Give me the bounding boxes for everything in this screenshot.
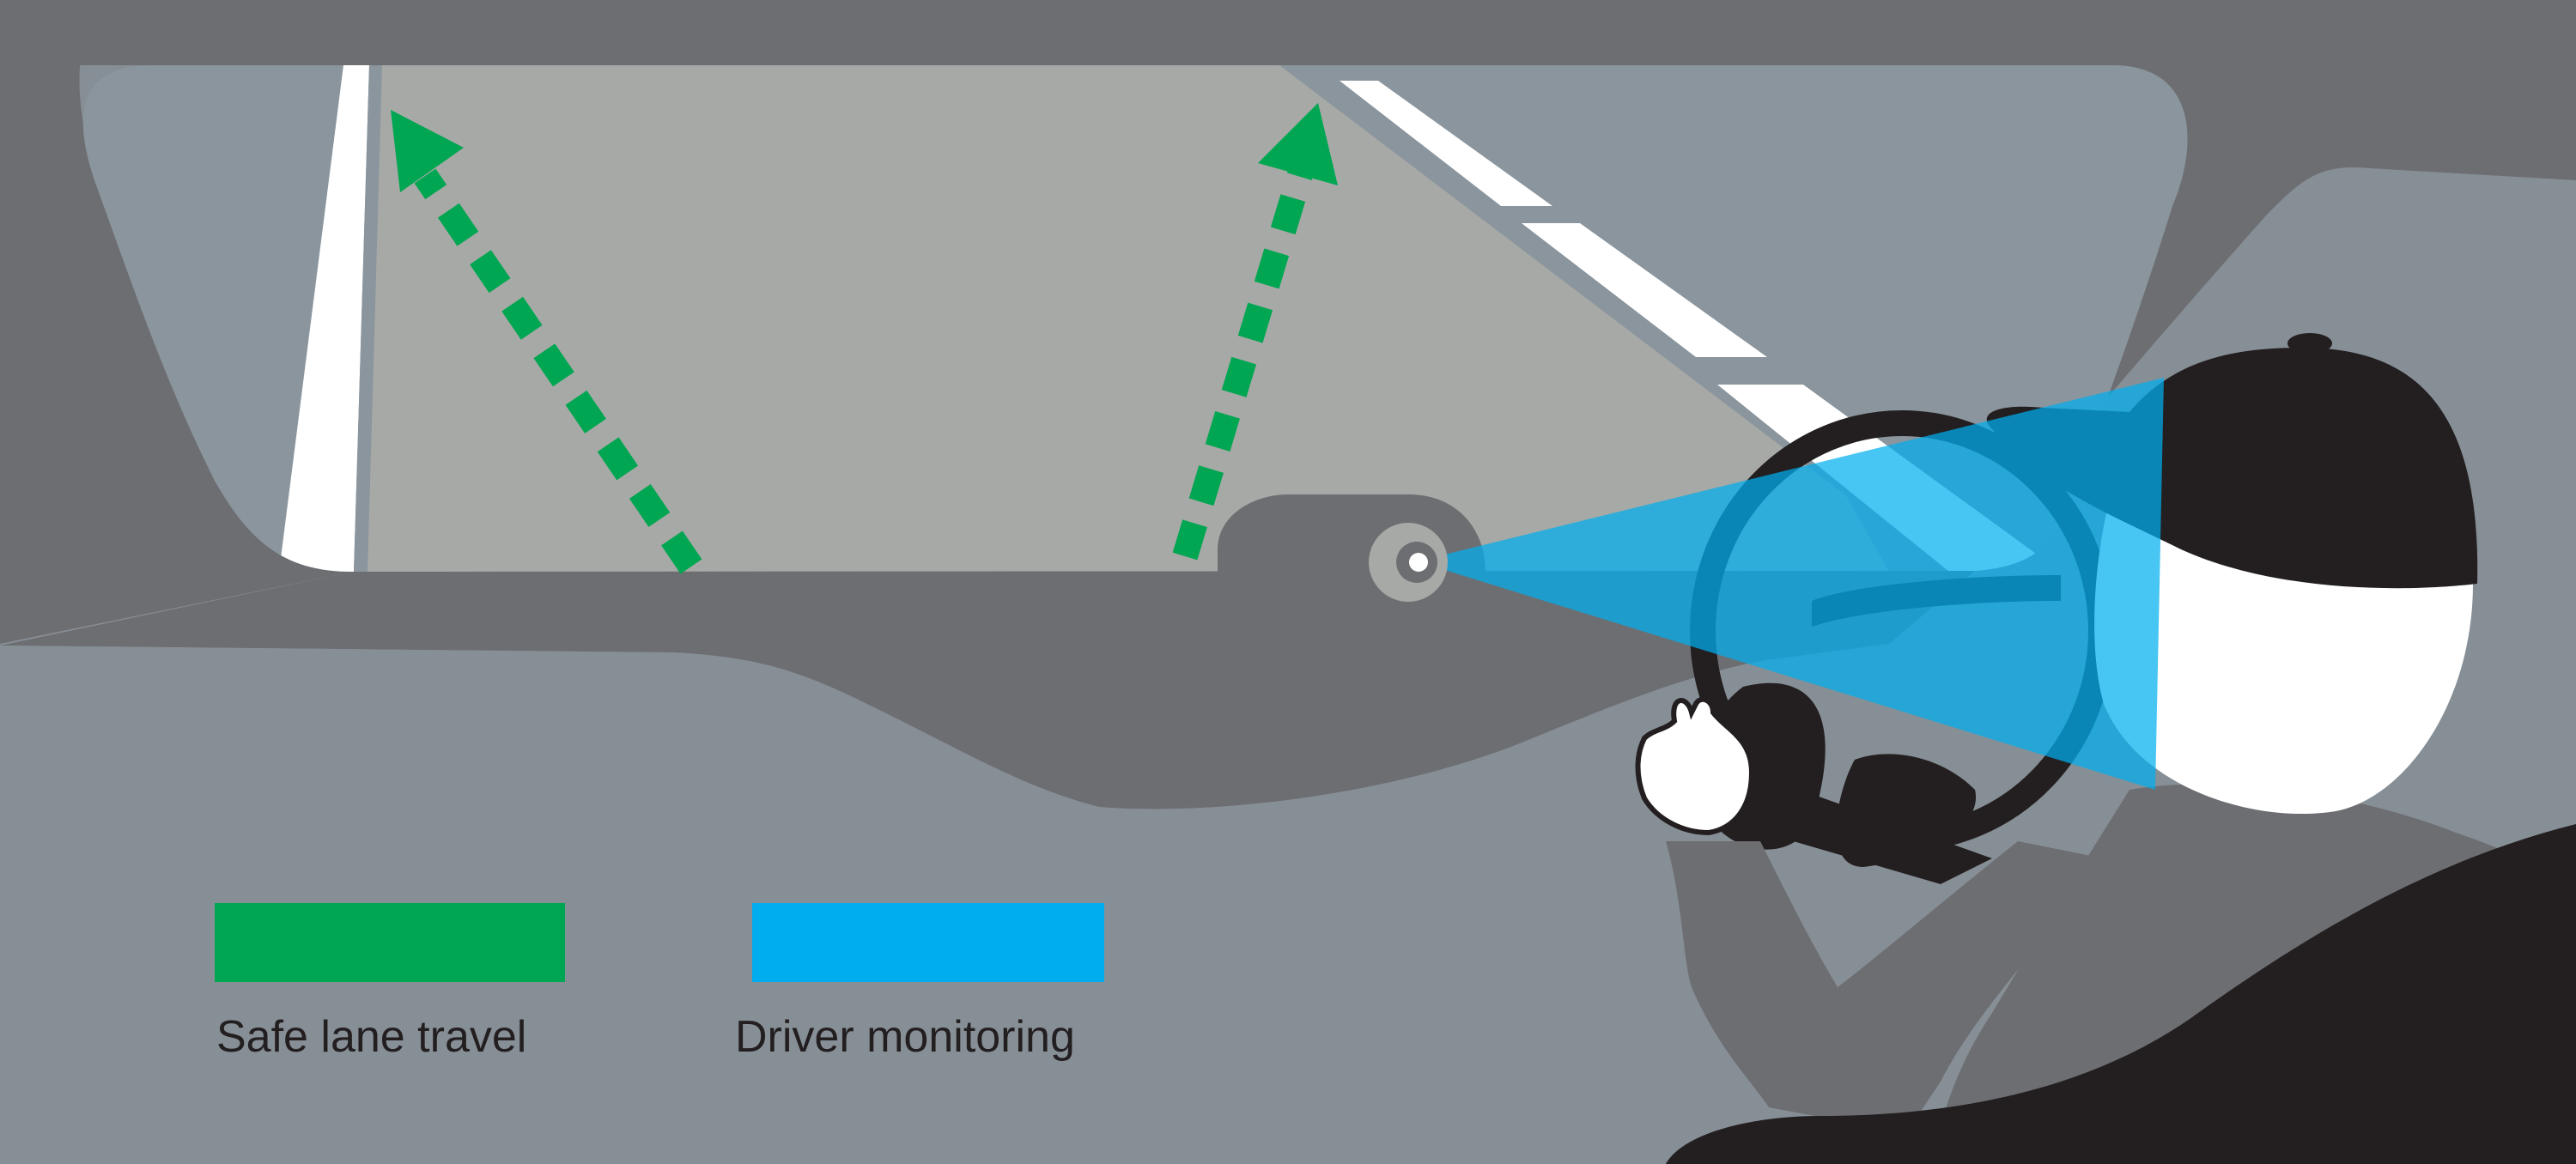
legend-label-safe-lane: Safe lane travel bbox=[216, 1012, 527, 1062]
lane-dash-1 bbox=[1340, 81, 1552, 206]
legend-swatch-safe-lane bbox=[215, 903, 565, 982]
lane-arrow-right bbox=[1172, 103, 1338, 561]
left-pillar bbox=[0, 0, 352, 644]
right-pillar bbox=[2078, 0, 2576, 481]
lane-arrow-icon bbox=[1258, 103, 1338, 185]
driver-hand bbox=[1635, 696, 1755, 836]
lane-edge-line bbox=[279, 65, 369, 572]
legend-swatch-driver-monitoring bbox=[752, 903, 1104, 982]
driver-arm bbox=[1666, 841, 2104, 1133]
lane-arrow-left bbox=[391, 110, 702, 574]
dashboard-camera-icon bbox=[1369, 523, 1448, 602]
lane-dash-2 bbox=[1522, 223, 1767, 357]
driver-monitoring-beam bbox=[1417, 378, 2164, 790]
legend-label-driver-monitoring: Driver monitoring bbox=[735, 1012, 1075, 1062]
road-surface bbox=[361, 65, 1889, 572]
driver-seat bbox=[1666, 824, 2576, 1164]
lane-arrow-icon bbox=[391, 110, 464, 192]
lane-edge-shoulder bbox=[354, 65, 382, 572]
dashboard bbox=[0, 571, 1975, 809]
driver-cap bbox=[1986, 348, 2478, 589]
cap-button bbox=[2287, 333, 2332, 354]
